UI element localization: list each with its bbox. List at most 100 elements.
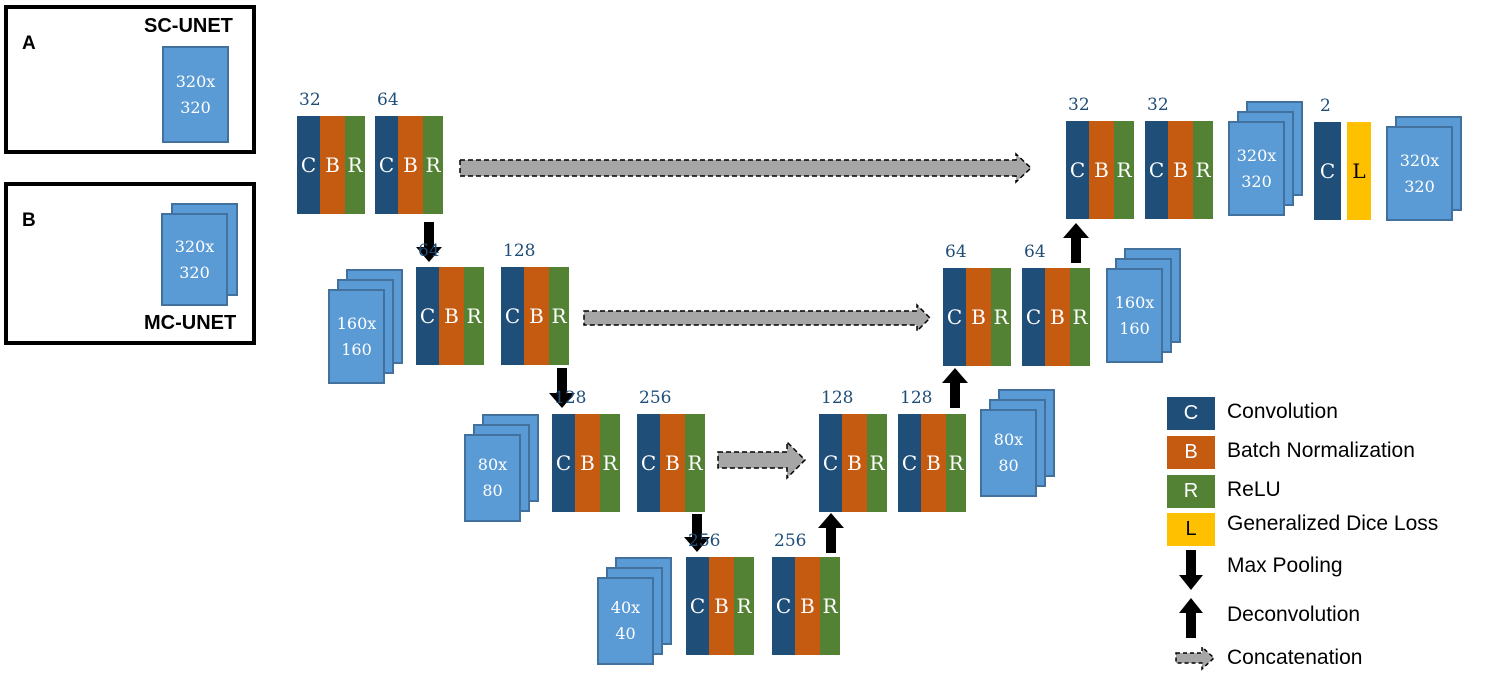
conv-layer: C	[501, 267, 524, 365]
legend-label: Max Pooling	[1227, 554, 1343, 577]
deconvolution-arrow	[942, 368, 968, 408]
filter-count: 256	[774, 531, 807, 551]
batch-norm-layer: B	[398, 116, 423, 214]
batch-norm-layer: B	[1089, 121, 1114, 219]
legend-label: Batch Normalization	[1227, 439, 1415, 462]
filter-count: 64	[418, 241, 440, 261]
conv-layer: C	[819, 414, 842, 512]
conv-layer: C	[552, 414, 575, 512]
batch-norm-layer: B	[921, 414, 946, 512]
down-arrow-icon	[1179, 550, 1203, 590]
legend-swatch-conv: C	[1167, 397, 1215, 430]
feature-map-label: 320x 320	[175, 71, 216, 117]
conv-layer: C	[1066, 121, 1089, 219]
conv-layer: C	[898, 414, 921, 512]
feature-map-label: 160x 160	[336, 313, 377, 359]
batch-norm-layer: B	[709, 557, 734, 655]
legend-label: Deconvolution	[1227, 603, 1361, 626]
panel-sc-unet: A SC-UNET 320x 320	[4, 5, 256, 154]
batch-norm-layer: B	[320, 116, 345, 214]
feature-map-label: 80x 80	[477, 455, 508, 500]
relu-layer: R	[946, 414, 966, 512]
panel-letter-a: A	[22, 33, 36, 54]
relu-layer: R	[991, 268, 1011, 366]
relu-layer: R	[464, 267, 484, 365]
deconvolution-arrow	[818, 513, 844, 553]
feature-map	[980, 409, 1037, 497]
filter-count: 32	[1147, 95, 1169, 115]
filter-count: 64	[945, 242, 967, 262]
dice-loss-layer: L	[1347, 122, 1371, 220]
conv-layer: C	[375, 116, 398, 214]
feature-map	[161, 213, 228, 306]
relu-layer: R	[423, 116, 443, 214]
conv-layer: C	[297, 116, 320, 214]
panel-mc-unet: B MC-UNET 320x 320	[4, 182, 256, 345]
filter-count: 256	[688, 531, 721, 551]
feature-map-label: 320x 320	[1399, 150, 1440, 196]
panel-name-sc-unet: SC-UNET	[144, 15, 233, 37]
relu-layer: R	[600, 414, 620, 512]
conv-layer: C	[943, 268, 966, 366]
max-pooling-arrow	[416, 222, 442, 262]
conv-layer: C	[772, 557, 795, 655]
filter-count: 32	[1068, 95, 1090, 115]
filter-count: 128	[554, 388, 587, 408]
batch-norm-layer: B	[660, 414, 685, 512]
feature-map-label: 80x 80	[993, 430, 1024, 475]
batch-norm-layer: B	[524, 267, 549, 365]
filter-count: 128	[900, 388, 933, 408]
relu-layer: R	[867, 414, 887, 512]
relu-layer: R	[345, 116, 365, 214]
feature-map-label: 40x 40	[610, 598, 641, 643]
feature-map	[328, 289, 385, 384]
batch-norm-layer: B	[966, 268, 991, 366]
feature-map	[162, 46, 229, 143]
filter-count: 128	[503, 241, 536, 261]
conv-layer: C	[1022, 268, 1045, 366]
concat-arrow	[583, 303, 932, 333]
legend-label: Convolution	[1227, 400, 1338, 423]
filter-count: 256	[639, 388, 672, 408]
feature-map	[1228, 121, 1285, 216]
concat-arrow	[459, 152, 1033, 184]
up-arrow-icon	[1179, 598, 1203, 638]
max-pooling-arrow	[684, 514, 710, 552]
legend-swatch-relu: R	[1167, 475, 1215, 508]
feature-map-label: 160x 160	[1114, 292, 1155, 338]
batch-norm-layer: B	[575, 414, 600, 512]
filter-count: 32	[299, 90, 321, 110]
conv-layer: C	[637, 414, 660, 512]
feature-map	[464, 434, 521, 522]
conv-layer: C	[416, 267, 439, 365]
concat-arrow	[717, 440, 807, 480]
filter-count: 128	[821, 388, 854, 408]
batch-norm-layer: B	[439, 267, 464, 365]
conv-layer: C	[1145, 121, 1168, 219]
batch-norm-layer: B	[1045, 268, 1070, 366]
legend-swatch-loss: L	[1167, 513, 1215, 546]
relu-layer: R	[685, 414, 705, 512]
loss-block: L	[1347, 122, 1371, 220]
batch-norm-layer: B	[795, 557, 820, 655]
legend-swatch-bn: B	[1167, 436, 1215, 469]
feature-map	[597, 577, 654, 665]
panel-letter-b: B	[22, 210, 36, 231]
relu-layer: R	[1070, 268, 1090, 366]
legend-label: ReLU	[1227, 478, 1281, 501]
deconvolution-arrow	[1063, 223, 1089, 263]
relu-layer: R	[549, 267, 569, 365]
filter-count: 2	[1320, 96, 1331, 116]
